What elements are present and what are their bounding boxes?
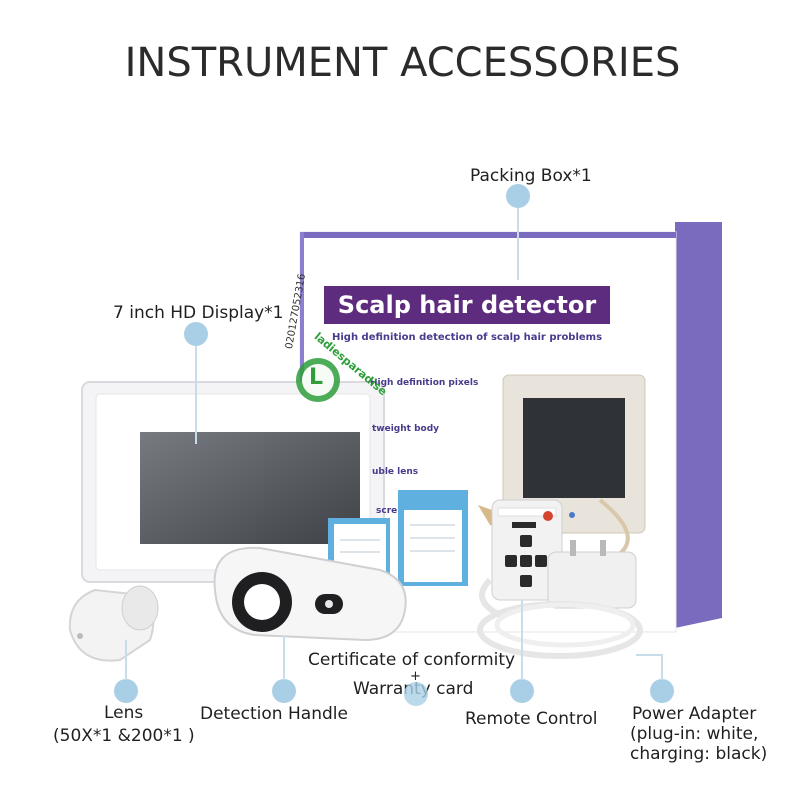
certificate-dot — [404, 682, 428, 706]
display-label: 7 inch HD Display*1 — [113, 303, 284, 323]
handle-label: Detection Handle — [200, 704, 348, 724]
box-product-title: Scalp hair detector — [324, 286, 610, 324]
packing-box-label: Packing Box*1 — [470, 166, 592, 186]
adapter-spec-2: charging: black) — [630, 744, 768, 764]
adapter-label: Power Adapter — [632, 704, 757, 724]
box-display-screen — [523, 398, 625, 498]
warranty-card — [404, 510, 462, 582]
watermark-letter: L — [309, 365, 324, 390]
remote-leader — [521, 600, 523, 680]
lens-spec: (50X*1 &200*1 ) — [53, 726, 195, 746]
adapter-spec-1: (plug-in: white, — [630, 724, 759, 744]
remote-dot — [510, 679, 534, 703]
box-subtitle: High definition detection of scalp hair … — [332, 332, 603, 343]
packing-box-leader — [517, 208, 519, 280]
display-dot — [184, 322, 208, 346]
power-adapter — [547, 551, 637, 609]
box-top-edge — [300, 232, 676, 238]
packing-box-dot — [506, 184, 530, 208]
handle-dot — [272, 679, 296, 703]
box-side-face — [675, 222, 722, 628]
remote-control — [491, 499, 563, 601]
page-title: INSTRUMENT ACCESSORIES — [124, 40, 681, 86]
display-leader — [195, 346, 197, 444]
box-feature-1: High definition pixels — [370, 378, 479, 388]
remote-label: Remote Control — [465, 709, 598, 729]
adapter-leader-v — [661, 655, 663, 680]
box-feature-2: tweight body — [372, 424, 440, 434]
adapter-dot — [650, 679, 674, 703]
handle-leader — [283, 636, 285, 680]
lens-leader — [125, 640, 127, 680]
lens-label: Lens — [104, 703, 144, 723]
adapter-leader-h — [636, 654, 663, 656]
box-feature-3: uble lens — [372, 467, 419, 477]
certificate-label: Certificate of conformity — [308, 650, 516, 670]
box-feature-4: scre — [376, 506, 398, 516]
plus-sign: + — [410, 669, 421, 684]
lens-dot — [114, 679, 138, 703]
